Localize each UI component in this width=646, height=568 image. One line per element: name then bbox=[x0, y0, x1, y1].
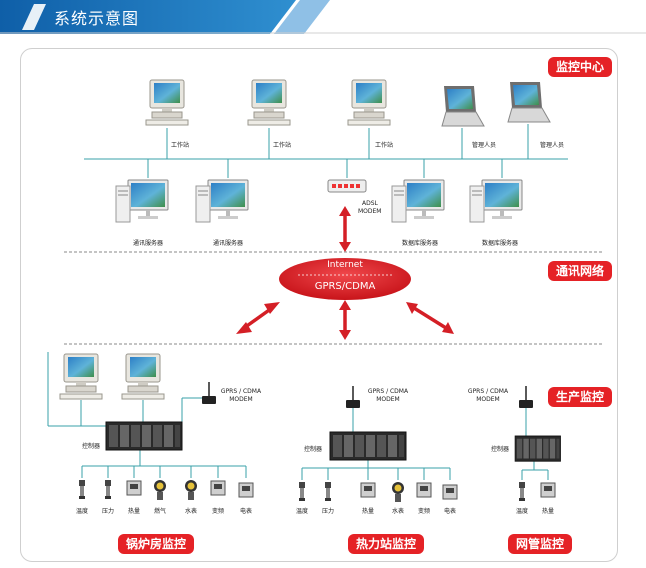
boiler-computer-icon[interactable] bbox=[59, 353, 103, 400]
heat-station-badge: 热力站监控 bbox=[348, 534, 425, 554]
boiler-sensor-label: 热量 bbox=[127, 508, 141, 515]
adsl-label: ADSL bbox=[362, 200, 378, 207]
power-meter-icon[interactable] bbox=[442, 484, 458, 500]
manager-laptop-icon[interactable] bbox=[441, 85, 485, 127]
temperature-sensor-icon[interactable] bbox=[519, 482, 525, 501]
workstation-label: 工作站 bbox=[374, 142, 394, 149]
pipe-sensors bbox=[519, 482, 556, 501]
inverter-icon[interactable] bbox=[416, 482, 432, 498]
adsl-modem-icon[interactable] bbox=[327, 179, 367, 193]
station-sensors bbox=[299, 482, 458, 502]
network-cloud bbox=[279, 258, 411, 300]
production-monitoring-badge: 生产监控 bbox=[548, 387, 613, 407]
heat-meter-icon[interactable] bbox=[126, 480, 142, 496]
page-title: 系统示意图 bbox=[54, 9, 140, 28]
pipe-modem-label-line1: GPRS / CDMA bbox=[467, 388, 509, 395]
db-server-label: 数据库服务器 bbox=[401, 240, 439, 247]
station-controller-label: 控制器 bbox=[303, 446, 323, 453]
workstation-computer-icon[interactable] bbox=[145, 79, 189, 126]
boiler-sensor-label: 水表 bbox=[184, 508, 198, 515]
manager-label: 管理人员 bbox=[471, 142, 497, 149]
station-modem-label-line2: MODEM bbox=[376, 396, 400, 403]
workstation-label: 工作站 bbox=[170, 142, 190, 149]
manager-laptop-icon[interactable] bbox=[507, 81, 551, 123]
station-sensor-label: 变频 bbox=[417, 508, 431, 515]
boiler-sensor-label: 电表 bbox=[239, 508, 253, 515]
boiler-modem-label-line1: GPRS / CDMA bbox=[220, 388, 262, 395]
pipe-controller-label: 控制器 bbox=[490, 446, 510, 453]
comm-server-monitor-icon[interactable] bbox=[207, 179, 249, 220]
gas-meter-icon[interactable] bbox=[154, 480, 166, 500]
boiler-gprs-modem-icon[interactable] bbox=[201, 381, 217, 405]
boiler-room-computers bbox=[59, 353, 165, 400]
monitoring-center-badge: 监控中心 bbox=[548, 57, 613, 77]
pressure-sensor-icon[interactable] bbox=[325, 482, 331, 501]
gprs-cdma-label: GPRS/CDMA bbox=[314, 281, 376, 292]
field-bus-lines bbox=[47, 352, 549, 480]
workstation-label: 工作站 bbox=[272, 142, 292, 149]
boiler-sensor-label: 温度 bbox=[75, 508, 89, 515]
manager-label: 管理人员 bbox=[539, 142, 565, 149]
db-server-monitor-icon[interactable] bbox=[481, 179, 523, 220]
water-meter-icon[interactable] bbox=[392, 482, 404, 502]
boiler-sensor-label: 压力 bbox=[101, 508, 115, 515]
temperature-sensor-icon[interactable] bbox=[299, 482, 305, 501]
station-modem-label-line1: GPRS / CDMA bbox=[367, 388, 409, 395]
station-sensor-label: 水表 bbox=[391, 508, 405, 515]
station-sensor-label: 电表 bbox=[443, 508, 457, 515]
header-background bbox=[0, 0, 646, 34]
pipe-controller-icon[interactable] bbox=[514, 435, 562, 462]
pipe-sensor-label: 热量 bbox=[541, 508, 555, 515]
comm-server-label: 通讯服务器 bbox=[212, 240, 244, 247]
header-slash-icon bbox=[22, 4, 46, 30]
boiler-computer-icon[interactable] bbox=[121, 353, 165, 400]
pipe-network-badge: 网管监控 bbox=[508, 534, 573, 554]
boiler-controller-label: 控制器 bbox=[81, 443, 101, 450]
pressure-sensor-icon[interactable] bbox=[105, 480, 111, 499]
db-server-tower-icon[interactable] bbox=[391, 185, 407, 223]
heat-meter-icon[interactable] bbox=[540, 482, 556, 498]
station-sensor-label: 热量 bbox=[361, 508, 375, 515]
pipe-modem-label-line2: MODEM bbox=[476, 396, 500, 403]
boiler-sensor-label: 变频 bbox=[211, 508, 225, 515]
comm-server-monitor-icon[interactable] bbox=[127, 179, 169, 220]
boiler-sensor-label: 燃气 bbox=[153, 508, 167, 515]
db-server-monitor-icon[interactable] bbox=[403, 179, 445, 220]
temperature-sensor-icon[interactable] bbox=[79, 480, 85, 499]
comm-server-tower-icon[interactable] bbox=[115, 185, 131, 223]
pipe-gprs-modem-icon[interactable] bbox=[518, 385, 534, 409]
boiler-controller-icon[interactable] bbox=[105, 421, 183, 451]
heat-meter-icon[interactable] bbox=[360, 482, 376, 498]
boiler-modem-label-line2: MODEM bbox=[229, 396, 253, 403]
workstation-computer-icon[interactable] bbox=[347, 79, 391, 126]
network-arrows bbox=[236, 206, 454, 340]
center-bus-lines bbox=[84, 124, 568, 178]
power-meter-icon[interactable] bbox=[238, 482, 254, 498]
diagram-panel bbox=[20, 48, 618, 562]
workstations bbox=[145, 79, 551, 127]
workstation-computer-icon[interactable] bbox=[247, 79, 291, 126]
boiler-sensors bbox=[79, 480, 254, 500]
comm-network-badge: 通讯网络 bbox=[548, 261, 613, 281]
internet-label: Internet bbox=[327, 260, 363, 270]
station-sensor-label: 压力 bbox=[321, 508, 335, 515]
water-meter-icon[interactable] bbox=[185, 480, 197, 500]
header-bar: 系统示意图 bbox=[0, 0, 646, 34]
db-server-tower-icon[interactable] bbox=[469, 185, 485, 223]
inverter-icon[interactable] bbox=[210, 480, 226, 496]
pipe-sensor-label: 温度 bbox=[515, 508, 529, 515]
comm-server-label: 通讯服务器 bbox=[132, 240, 164, 247]
station-sensor-label: 温度 bbox=[295, 508, 309, 515]
boiler-room-badge: 锅炉房监控 bbox=[118, 534, 195, 554]
station-gprs-modem-icon[interactable] bbox=[345, 385, 361, 409]
station-controller-icon[interactable] bbox=[329, 431, 407, 461]
comm-server-tower-icon[interactable] bbox=[195, 185, 211, 223]
db-server-label: 数据库服务器 bbox=[481, 240, 519, 247]
servers bbox=[115, 179, 523, 223]
adsl-modem-label: MODEM bbox=[358, 208, 382, 215]
